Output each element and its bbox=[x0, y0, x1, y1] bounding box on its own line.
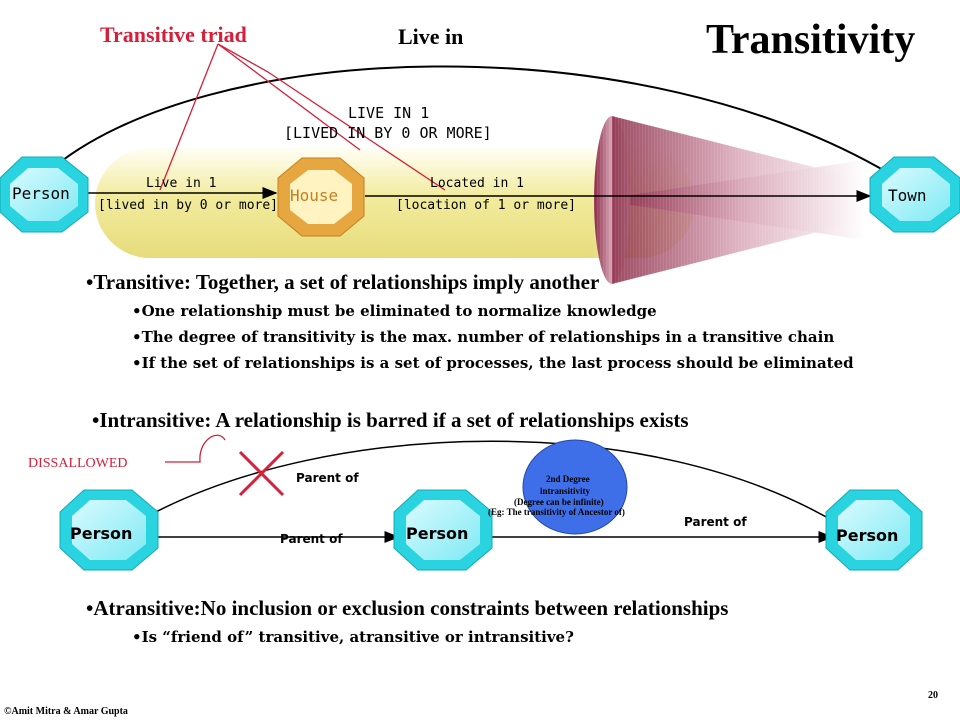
degree-circle bbox=[522, 439, 628, 535]
intransitive-heading: •Intransitive: A relationship is barred … bbox=[92, 408, 689, 432]
page-number: 20 bbox=[928, 690, 938, 701]
person-mid-label: Person bbox=[406, 524, 469, 543]
octagon-town bbox=[869, 156, 960, 233]
octagon-person-left bbox=[59, 489, 159, 571]
rel-person-house-inv: [lived in by 0 or more] bbox=[98, 198, 279, 213]
copyright: ©Amit Mitra & Amar Gupta bbox=[4, 706, 128, 717]
degree-line-4: (Eg: The transitivity of Ancestor of) bbox=[488, 507, 625, 517]
live-in-arc bbox=[47, 65, 902, 182]
transitive-heading: •Transitive: Together, a set of relation… bbox=[86, 270, 600, 294]
parent-of-top-label: Parent of bbox=[296, 471, 359, 485]
person-left-label: Person bbox=[70, 524, 133, 543]
parent-of-arc bbox=[149, 440, 842, 526]
disallowed-callout bbox=[165, 434, 226, 463]
cone-hatch bbox=[594, 116, 865, 284]
entity-town-label: Town bbox=[888, 186, 927, 205]
degree-line-3: (Degree can be infinite) bbox=[514, 497, 604, 507]
page-title: Transitivity bbox=[706, 17, 916, 63]
disallowed-x-icon bbox=[238, 450, 285, 497]
triad-label: Transitive triad bbox=[100, 22, 247, 47]
triad-line-1 bbox=[159, 43, 219, 191]
parent-of-right-label: Parent of bbox=[684, 515, 747, 529]
transitive-point-1: •One relationship must be eliminated to … bbox=[132, 302, 657, 320]
atransitive-heading: •Atransitive:No inclusion or exclusion c… bbox=[86, 596, 729, 620]
entity-house-label: House bbox=[290, 186, 339, 205]
triad-line-3 bbox=[217, 43, 361, 151]
rel-person-house: Live in 1 bbox=[146, 176, 217, 191]
person-right-label: Person bbox=[836, 526, 899, 545]
degree-line-1: 2nd Degree bbox=[546, 474, 590, 484]
parent-of-left-label: Parent of bbox=[280, 532, 343, 546]
rel-lived-by: [LIVED IN BY 0 OR MORE] bbox=[284, 124, 492, 142]
context-band bbox=[95, 148, 695, 258]
atransitive-point-1: •Is “friend of” transitive, atransitive … bbox=[132, 628, 574, 646]
octagon-house bbox=[277, 157, 365, 237]
rel-house-town-inv: [location of 1 or more] bbox=[396, 198, 577, 213]
entity-person-label: Person bbox=[12, 184, 70, 203]
disallowed-label: DISSALLOWED bbox=[28, 456, 128, 471]
triad-line-2 bbox=[217, 43, 446, 191]
transitive-point-2: •The degree of transitivity is the max. … bbox=[132, 328, 835, 346]
live-in-label: Live in bbox=[398, 24, 464, 49]
transitive-point-3: •If the set of relationships is a set of… bbox=[132, 354, 854, 372]
octagon-person-top bbox=[0, 156, 89, 233]
rel-live-in-1: LIVE IN 1 bbox=[348, 104, 430, 122]
rel-house-town: Located in 1 bbox=[430, 176, 524, 191]
degree-line-2: intransitivity bbox=[540, 486, 591, 496]
octagon-person-mid bbox=[393, 489, 493, 571]
octagon-person-right bbox=[825, 489, 923, 571]
